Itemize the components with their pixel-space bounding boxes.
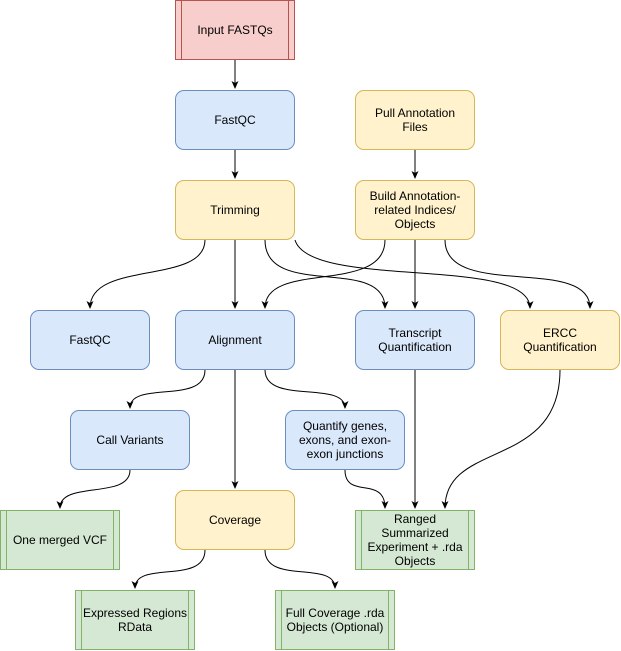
- edge-trimming-transcript: [264, 239, 389, 309]
- edge-coverage-expressed: [131, 549, 206, 589]
- ercc-quantification-node: ERCC Quantification: [500, 310, 620, 370]
- fastqc-mid-node: FastQC: [30, 310, 150, 370]
- ranged-summarized-node: Ranged Summarized Experiment + .rda Obje…: [355, 510, 475, 570]
- edge-build-ercc: [444, 239, 594, 309]
- alignment-node: Alignment: [175, 310, 295, 370]
- quantify-genes-node: Quantify genes, exons, and exon-exon jun…: [285, 410, 405, 470]
- edge-trimming-ercc: [294, 239, 534, 309]
- merged-vcf-node: One merged VCF: [0, 510, 120, 570]
- pull-annotation-node: Pull Annotation Files: [355, 90, 475, 150]
- build-annotation-node: Build Annotation-related Indices/ Object…: [355, 180, 475, 240]
- call-variants-node: Call Variants: [70, 410, 190, 470]
- edge-callvariants-vcf: [56, 469, 131, 509]
- full-coverage-node: Full Coverage .rda Objects (Optional): [275, 590, 395, 650]
- edge-quantify-ranged: [344, 469, 389, 509]
- edge-alignment-quantify: [264, 369, 349, 409]
- edge-build-alignment: [261, 239, 386, 309]
- trimming-node: Trimming: [175, 180, 295, 240]
- edge-trimming-fastqc: [86, 239, 206, 309]
- transcript-quantification-node: Transcript Quantification: [355, 310, 475, 370]
- input-fastqs-node: Input FASTQs: [175, 0, 295, 60]
- fastqc-top-node: FastQC: [175, 90, 295, 150]
- expressed-regions-node: Expressed Regions RData: [75, 590, 195, 650]
- edge-coverage-fullcoverage: [264, 549, 339, 589]
- coverage-node: Coverage: [175, 490, 295, 550]
- edge-alignment-callvariants: [126, 369, 206, 409]
- edge-ercc-ranged: [441, 369, 561, 509]
